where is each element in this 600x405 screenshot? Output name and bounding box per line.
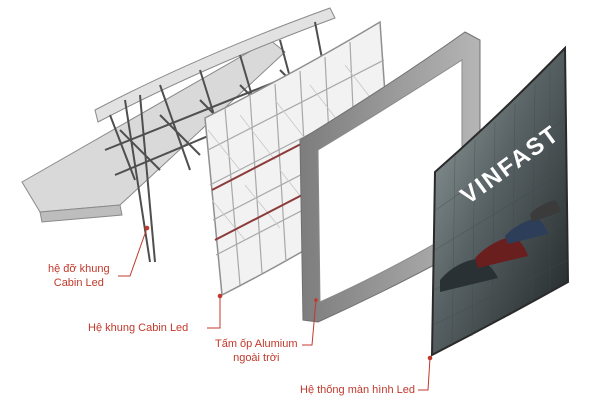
label-cabin-frame-text: Hệ khung Cabin Led	[88, 322, 189, 334]
label-led-screen: Hệ thống màn hình Led	[300, 383, 415, 397]
label-panel-line1: Tấm ốp Alumium	[215, 338, 298, 350]
label-support-frame: hệ đỡ khung Cabin Led	[48, 262, 110, 290]
label-led-screen-text: Hệ thống màn hình Led	[300, 384, 415, 396]
led-screen: VINFAST	[430, 45, 570, 357]
label-support-line2: Cabin Led	[53, 277, 104, 289]
label-support-line1: hệ đỡ khung	[48, 263, 110, 275]
car-silhouettes	[440, 200, 561, 292]
leader-lines	[118, 225, 433, 391]
label-panel-line2: ngoài trời	[233, 352, 280, 364]
label-cabin-frame: Hệ khung Cabin Led	[88, 321, 188, 335]
roof-slab	[21, 7, 336, 223]
label-aluminium-panel: Tấm ốp Alumium ngoài trời	[215, 337, 298, 365]
